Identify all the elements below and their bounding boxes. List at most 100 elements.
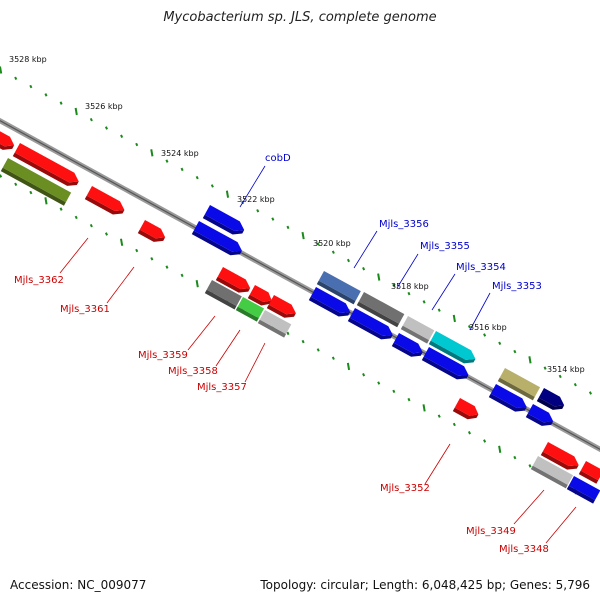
- gene-block[interactable]: [488, 384, 530, 415]
- gene-block[interactable]: [578, 461, 600, 484]
- gene-block[interactable]: [0, 158, 72, 206]
- tick-mark: [316, 348, 320, 352]
- gene-block[interactable]: [191, 221, 245, 259]
- gene-block[interactable]: [525, 404, 556, 430]
- gene-block[interactable]: [391, 333, 426, 361]
- leader-line: [215, 329, 241, 367]
- tick-mark: [407, 397, 411, 402]
- gene-block[interactable]: [235, 297, 265, 322]
- gene-block[interactable]: [84, 186, 127, 218]
- tick-mark: [135, 248, 139, 253]
- tick-mark: [0, 174, 3, 178]
- tick-mark: [346, 258, 350, 263]
- gene-label-mjls-3348[interactable]: Mjls_3348: [499, 544, 549, 555]
- gene-label-mjls-3349[interactable]: Mjls_3349: [466, 526, 516, 537]
- tick-mark: [483, 333, 487, 337]
- tick-mark: [120, 134, 124, 138]
- tick-mark: [498, 445, 502, 453]
- gene-block[interactable]: [0, 128, 17, 154]
- gene-block[interactable]: [137, 220, 168, 246]
- tick-mark: [437, 308, 441, 312]
- gene-block[interactable]: [421, 347, 471, 383]
- tick-mark: [573, 382, 577, 387]
- tick-mark: [165, 159, 169, 163]
- tick-mark: [44, 197, 48, 205]
- tick-mark: [467, 431, 471, 435]
- kbp-label-3522: 3522 kbp: [237, 195, 275, 204]
- leader-line: [424, 443, 451, 485]
- gene-block[interactable]: [530, 456, 574, 489]
- gene-label-mjls-3354[interactable]: Mjls_3354: [456, 262, 506, 273]
- accession-text: Accession: NC_009077: [10, 578, 147, 592]
- tick-mark: [89, 223, 93, 228]
- gene-label-mjls-3362[interactable]: Mjls_3362: [14, 275, 64, 286]
- tick-mark: [407, 291, 411, 296]
- tick-mark: [104, 126, 108, 130]
- gene-label-mjls-3356[interactable]: Mjls_3356: [379, 219, 429, 230]
- gene-block[interactable]: [347, 308, 396, 343]
- gene-block[interactable]: [428, 331, 478, 367]
- map-title: Mycobacterium sp. JLS, complete genome: [163, 10, 437, 25]
- tick-mark: [392, 389, 396, 394]
- tick-mark: [59, 207, 63, 211]
- gene-block[interactable]: [247, 285, 275, 309]
- label-leaders: [59, 165, 577, 544]
- leader-line: [187, 315, 216, 351]
- gene-block[interactable]: [266, 295, 299, 322]
- leader-line: [431, 273, 456, 311]
- tick-mark: [74, 107, 78, 116]
- gene-block[interactable]: [308, 287, 353, 320]
- tick-mark: [331, 250, 335, 254]
- tick-mark: [195, 175, 199, 180]
- gene-label-mjls-3352[interactable]: Mjls_3352: [380, 483, 430, 494]
- tick-mark: [437, 414, 441, 418]
- gene-block[interactable]: [497, 368, 541, 401]
- gene-label-mjls-3357[interactable]: Mjls_3357: [197, 382, 247, 393]
- tick-mark: [210, 184, 214, 188]
- tick-mark: [120, 238, 124, 246]
- tick-mark: [452, 314, 456, 323]
- tick-mark: [286, 331, 290, 336]
- tick-mark: [467, 325, 471, 329]
- tick-mark: [377, 273, 381, 281]
- gene-block[interactable]: [400, 316, 435, 344]
- gene-block[interactable]: [540, 442, 582, 473]
- tick-mark: [150, 149, 154, 157]
- kbp-label-3516: 3516 kbp: [469, 323, 507, 332]
- tick-mark: [362, 373, 366, 377]
- gene-block[interactable]: [215, 267, 253, 296]
- gene-label-mjls-3361[interactable]: Mjls_3361: [60, 304, 110, 315]
- tick-mark: [331, 356, 335, 360]
- tick-mark: [14, 76, 18, 81]
- tick-mark: [513, 455, 517, 460]
- gene-label-mjls-3353[interactable]: Mjls_3353: [492, 281, 542, 292]
- leader-line: [396, 253, 419, 289]
- tick-mark: [135, 142, 139, 147]
- kbp-label-3520: 3520 kbp: [313, 239, 351, 248]
- gene-block[interactable]: [257, 310, 292, 338]
- gene-block[interactable]: [536, 388, 567, 414]
- tick-mark: [286, 225, 290, 230]
- gene-label-mjls-3355[interactable]: Mjls_3355: [420, 241, 470, 252]
- tick-mark: [271, 217, 275, 221]
- gene-block[interactable]: [566, 476, 600, 504]
- gene-label-cobd[interactable]: cobD: [265, 153, 291, 164]
- gene-block[interactable]: [452, 398, 481, 423]
- leader-line: [545, 506, 577, 544]
- gene-block[interactable]: [316, 271, 361, 305]
- leader-line: [469, 292, 491, 331]
- tick-mark: [180, 273, 184, 278]
- tick-mark: [558, 374, 562, 379]
- tick-mark: [195, 279, 199, 288]
- tick-mark: [422, 300, 426, 304]
- leader-line: [513, 489, 545, 525]
- kbp-label-3518: 3518 kbp: [391, 282, 429, 291]
- gene-block[interactable]: [202, 205, 247, 238]
- gene-block[interactable]: [12, 143, 82, 190]
- gene-label-mjls-3359[interactable]: Mjls_3359: [138, 350, 188, 361]
- tick-mark: [483, 439, 487, 443]
- gene-label-mjls-3358[interactable]: Mjls_3358: [168, 366, 218, 377]
- gene-block[interactable]: [356, 292, 405, 328]
- tick-mark: [422, 404, 426, 412]
- gene-block[interactable]: [204, 280, 242, 310]
